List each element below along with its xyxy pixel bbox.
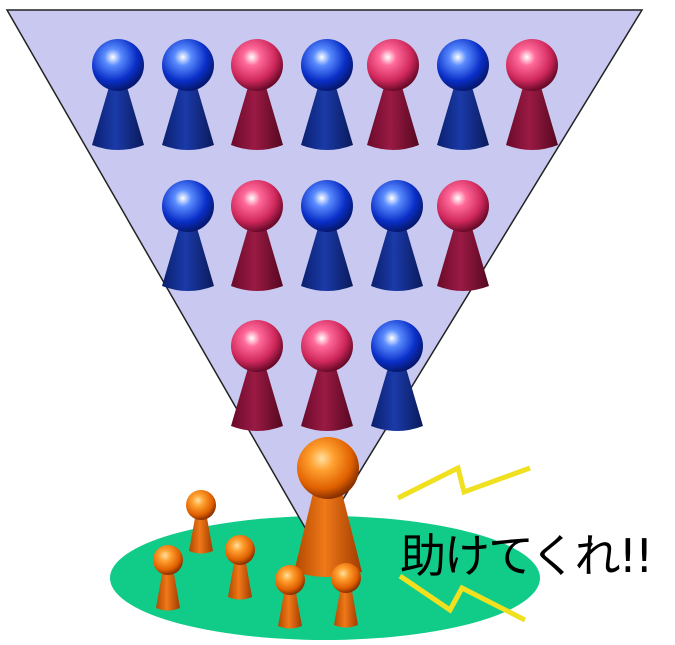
crowd-row-3 — [231, 320, 423, 431]
big-orange-figure — [294, 437, 362, 577]
small-orange-figure — [331, 563, 361, 628]
lightning-bolt-icon — [396, 464, 531, 501]
small-orange-figure — [275, 565, 305, 629]
small-orange-figure — [225, 535, 255, 600]
small-orange-figure — [186, 490, 216, 554]
small-orange-figures — [153, 490, 361, 629]
green-ground — [110, 516, 540, 640]
help-caption: 助けてくれ!! — [400, 529, 654, 583]
small-orange-figure — [153, 545, 183, 611]
lightning-bolt-icon — [398, 573, 527, 623]
